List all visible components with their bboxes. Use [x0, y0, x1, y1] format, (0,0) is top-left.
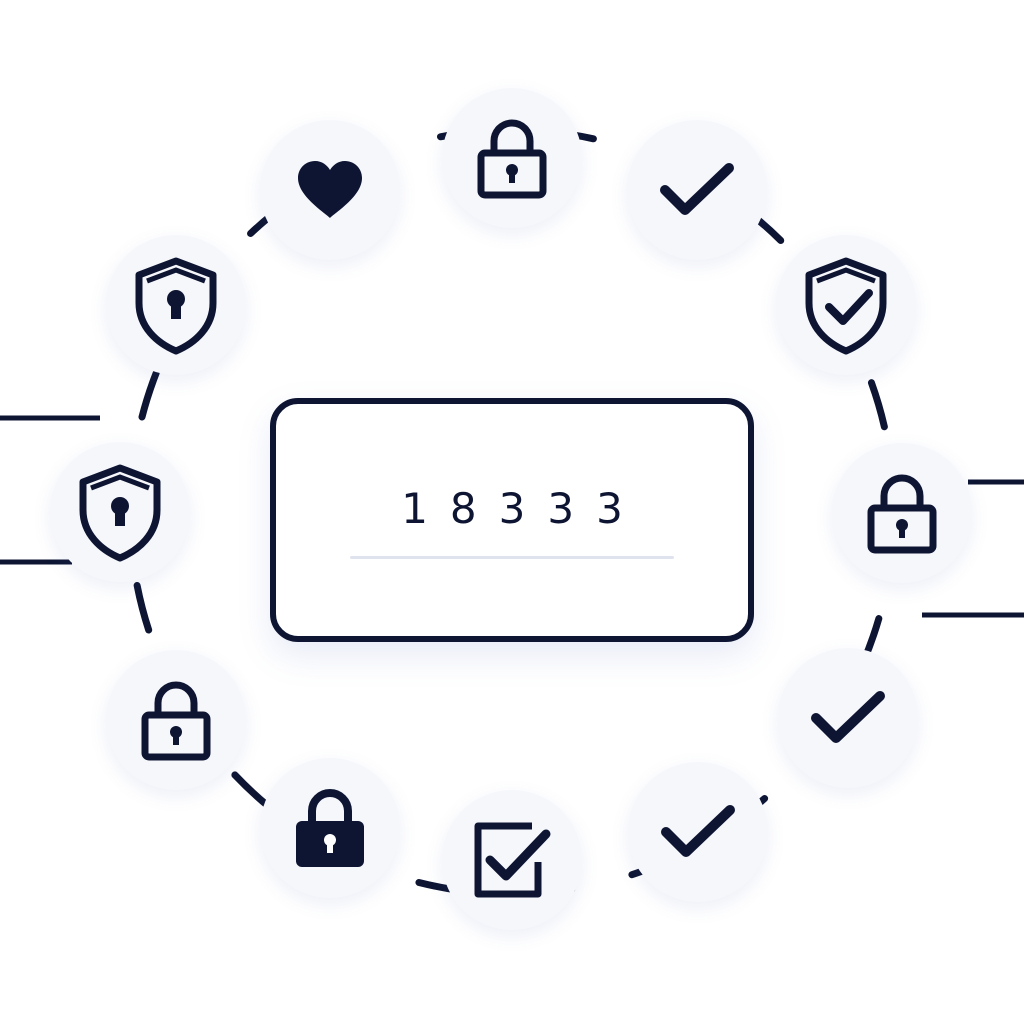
ring-node-check-bottom-right: [628, 762, 768, 902]
verification-code-box: 18333: [270, 398, 754, 642]
lock-icon: [141, 681, 211, 761]
shield-keyhole-icon: [135, 257, 217, 355]
lock-icon: [867, 474, 937, 554]
ring-node-checkbox: [442, 790, 582, 930]
code-underline: [350, 556, 674, 559]
ring-node-lock-filled: [260, 758, 400, 898]
verification-code-value: 18333: [401, 484, 645, 533]
shield-keyhole-icon: [79, 464, 161, 562]
checkbox-checked-icon: [474, 822, 551, 898]
lock-filled-icon: [296, 789, 364, 867]
check-icon: [811, 691, 885, 743]
check-icon: [661, 805, 735, 857]
ring-node-check-lower-right: [778, 648, 918, 788]
ring-node-lock-top: [442, 88, 582, 228]
lock-icon: [477, 119, 547, 199]
ring-node-shield-check: [776, 235, 916, 375]
ring-node-lock-right: [832, 443, 972, 583]
check-icon: [660, 163, 734, 215]
ring-node-shield-keyhole-left: [50, 442, 190, 582]
ring-node-heart: [260, 120, 400, 260]
ring-node-check-top-right: [627, 120, 767, 260]
heart-icon: [298, 161, 362, 218]
shield-check-icon: [805, 257, 887, 355]
ring-node-lock-left-lower: [106, 650, 246, 790]
ring-node-shield-keyhole-upper-left: [106, 235, 246, 375]
